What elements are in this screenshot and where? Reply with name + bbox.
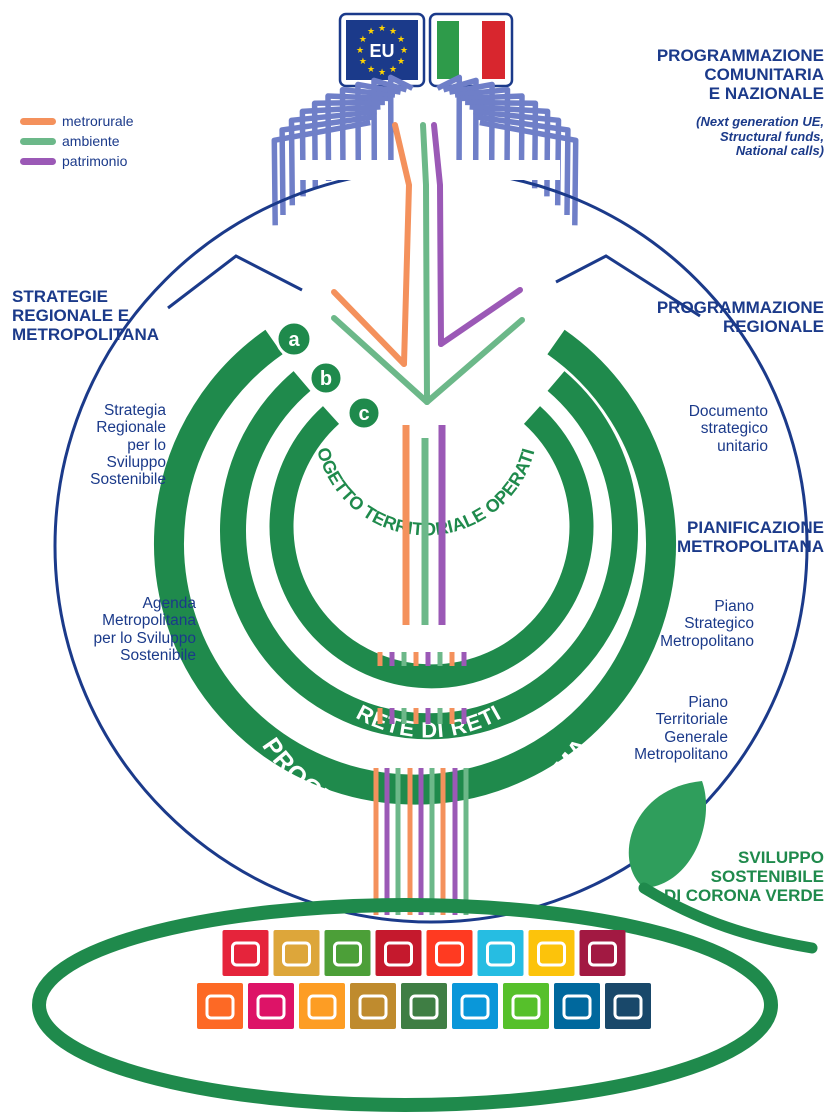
climate-action-icon [401, 983, 447, 1029]
label-strategie: STRATEGIE REGIONALE E METROPOLITANA [12, 287, 160, 345]
quality-education-icon [375, 930, 422, 976]
clean-energy-icon [528, 930, 575, 976]
legend-swatch [20, 117, 56, 125]
fan-line [436, 74, 463, 163]
arc-c-label: c [358, 403, 369, 425]
legend-label: ambiente [62, 133, 120, 149]
peace-justice-icon [554, 983, 600, 1029]
label-piano-territoriale: Piano Territoriale Generale Metropolitan… [634, 694, 728, 764]
legend-item-ambiente: ambiente [20, 133, 120, 149]
arc-b-label: b [320, 368, 332, 390]
label-pianificazione: PIANIFICAZIONE METROPOLITANA [676, 518, 824, 557]
sustainable-cities-icon [299, 983, 345, 1029]
legend-label: metrorurale [62, 113, 134, 129]
fan-line [355, 81, 402, 170]
right-chevron [555, 254, 701, 318]
fan-line [371, 77, 408, 166]
italy-flag-icon [428, 12, 514, 88]
leaf-icon [628, 781, 818, 954]
life-below-water-icon [452, 983, 498, 1029]
fan-line [476, 114, 571, 216]
label-piano-strategico: Piano Strategico Metropolitano [660, 598, 754, 650]
arc-b [220, 371, 638, 740]
eu-star-icon: ★ [367, 26, 375, 36]
label-prog-regionale: PROGRAMMAZIONE REGIONALE [656, 298, 824, 337]
no-poverty-icon [222, 930, 269, 976]
clean-water-icon [477, 930, 524, 976]
eu-stars: ★★★★★★★★★★★★ [356, 23, 408, 77]
label-documento: Documento strategico unitario [688, 403, 768, 455]
arc-c [269, 406, 594, 689]
eu-star-icon: ★ [356, 45, 364, 55]
legend-label: patrimonio [62, 153, 128, 169]
eu-flag-icon: ★★★★★★★★★★★★ EU [338, 12, 426, 88]
fan-line [339, 86, 396, 175]
good-health-icon [324, 930, 371, 976]
fan-line [479, 119, 579, 226]
legend-swatch [20, 137, 56, 145]
eu-star-icon: ★ [400, 45, 408, 55]
fan-line [325, 93, 390, 182]
dashed-streams [377, 652, 467, 724]
inner-streams [402, 425, 446, 625]
eu-star-icon: ★ [359, 56, 367, 66]
label-prog-comunitaria: PROGRAMMAZIONE COMUNITARIA E NAZIONALE [656, 46, 824, 104]
funding-streams [331, 122, 525, 405]
eu-star-icon: ★ [389, 64, 397, 74]
eu-label: EU [369, 41, 394, 61]
label-prog-comunitaria-note: (Next generation UE, Structural funds, N… [696, 114, 824, 159]
fan-line [288, 108, 377, 206]
fan-line [454, 86, 511, 175]
eu-star-icon: ★ [397, 56, 405, 66]
legend-item-metrorurale: metrorurale [20, 113, 134, 129]
label-agenda: Agenda Metropolitana per lo Sviluppo Sos… [93, 595, 196, 665]
fan-line [448, 81, 495, 170]
eu-star-icon: ★ [397, 34, 405, 44]
funding-fan-lines [271, 74, 579, 226]
partnerships-icon [605, 983, 651, 1029]
responsible-consumption-icon [350, 983, 396, 1029]
arc-markers: a b c [275, 320, 382, 431]
sdg-streams [373, 768, 469, 915]
zero-hunger-icon [273, 930, 320, 976]
arc-a [154, 329, 676, 805]
eu-star-icon: ★ [359, 34, 367, 44]
left-chevron [167, 254, 303, 310]
eu-star-icon: ★ [378, 23, 386, 33]
reduced-inequalities-icon [248, 983, 294, 1029]
label-strategia-regionale: Strategia Regionale per lo Sviluppo Sost… [90, 402, 166, 489]
arc-a-label: a [288, 329, 300, 351]
gender-equality-icon [426, 930, 473, 976]
eu-star-icon: ★ [378, 67, 386, 77]
legend-item-patrimonio: patrimonio [20, 153, 127, 169]
industry-innovation-icon [197, 983, 243, 1029]
decent-work-icon [579, 930, 626, 976]
fan-line [465, 99, 539, 189]
legend-swatch [20, 157, 56, 165]
fan-line [442, 77, 479, 166]
fan-line [460, 93, 525, 182]
sdg-oval [32, 898, 778, 1112]
eu-star-icon: ★ [389, 26, 397, 36]
green-arcs [154, 329, 676, 805]
fan-line [387, 74, 414, 163]
label-sviluppo: SVILUPPO SOSTENIBILE DI CORONA VERDE [664, 848, 824, 906]
life-on-land-icon [503, 983, 549, 1029]
fan-line [271, 119, 371, 226]
fan-line [311, 99, 385, 189]
eu-star-icon: ★ [367, 64, 375, 74]
sdg-icons [197, 930, 651, 1029]
